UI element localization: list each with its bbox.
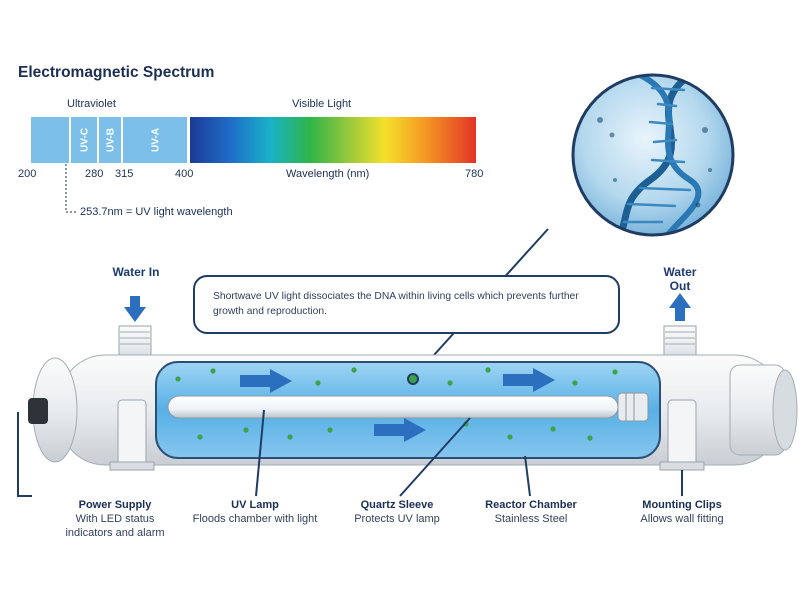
tick-315: 315 [115,168,134,180]
mounting-clips-desc: Allows wall fitting [640,513,724,525]
diagram-title: Electromagnetic Spectrum [18,64,215,81]
dna-magnifier [571,73,735,237]
water-out-label: Water Out [663,265,697,293]
reactor-chamber-label: Reactor Chamber Stainless Steel [456,498,606,526]
quartz-sleeve-label: Quartz Sleeve Protects UV lamp [322,498,472,526]
visible-light-band [190,117,476,163]
wavelength-marker-line [65,164,78,213]
dna-callout-text: Shortwave UV light dissociates the DNA w… [213,291,579,317]
water-in-arrow-icon [124,296,146,322]
visible-light-label: Visible Light [292,98,352,110]
power-supply-desc-2: indicators and alarm [65,527,165,539]
uva-band: UV-A [121,117,189,163]
wavelength-note: 253.7nm = UV light wavelength [80,206,233,218]
wavelength-axis-label: Wavelength (nm) [286,168,370,180]
tick-780: 780 [465,168,484,180]
label-leader-lines [17,409,683,497]
uv-lamp [167,392,649,422]
uv-lamp-label: UV Lamp Floods chamber with light [180,498,330,526]
flow-arrow-icon [374,418,426,442]
tick-280: 280 [85,168,104,180]
tick-400: 400 [175,168,194,180]
uv-lamp-title: UV Lamp [231,499,279,511]
quartz-sleeve-leader [399,417,471,497]
power-supply-desc-1: With LED status [75,513,155,525]
quartz-sleeve-title: Quartz Sleeve [360,499,434,511]
mounting-clips-label: Mounting Clips Allows wall fitting [607,498,757,526]
power-supply-title: Power Supply [78,499,152,511]
dna-callout: Shortwave UV light dissociates the DNA w… [193,275,620,334]
reactor-chamber-desc: Stainless Steel [494,513,568,525]
power-supply-label: Power Supply With LED status indicators … [40,498,190,540]
uv-lamp-desc: Floods chamber with light [192,513,318,525]
outlet-end-cap [729,364,798,456]
quartz-sleeve-desc: Protects UV lamp [354,513,440,525]
mounting-clips-title: Mounting Clips [642,499,722,511]
ultraviolet-label: Ultraviolet [67,98,116,110]
flow-direction-arrows [240,368,555,442]
uvb-band: UV-B [97,117,122,163]
mounting-clip-left [109,399,155,471]
tick-200: 200 [18,168,37,180]
flow-arrow-icon [240,369,292,393]
dna-strand-icon [637,75,702,235]
water-out-arrow-icon [669,293,691,321]
flow-arrow-icon [503,368,555,392]
uv-lamp-leader [255,409,265,497]
water-in-label: Water In [112,265,160,279]
highlighted-cell [407,373,419,385]
ultraviolet-band [31,117,187,163]
uvc-band: UV-C [69,117,98,163]
reactor-chamber-leader [524,455,531,497]
power-supply-cap [28,357,78,463]
reactor-chamber-title: Reactor Chamber [485,499,577,511]
power-supply-leader [17,412,32,497]
